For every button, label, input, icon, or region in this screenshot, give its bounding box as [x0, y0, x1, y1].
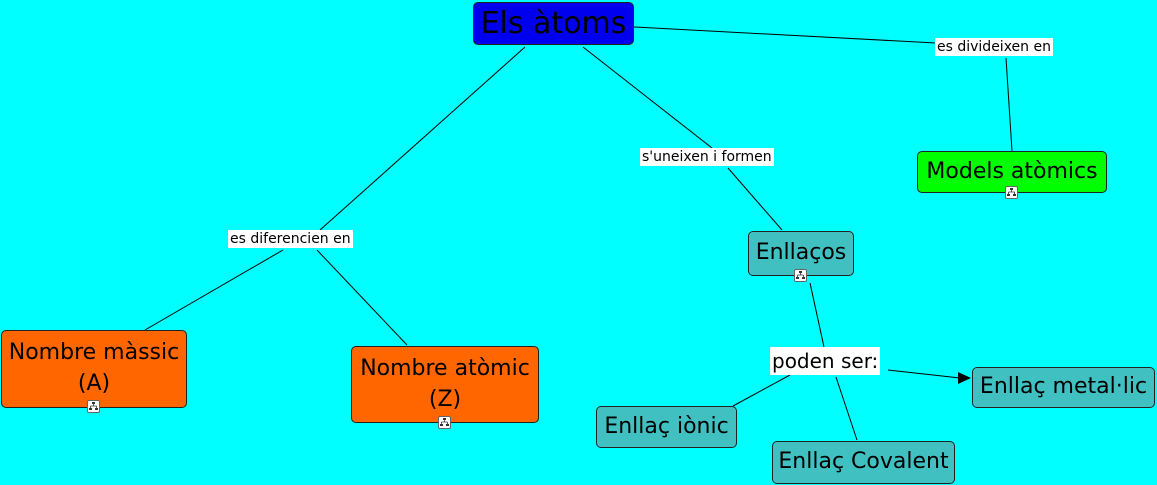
edge-differ-atomic	[316, 249, 408, 346]
edge-canbe-covalent	[835, 376, 858, 441]
concept-ionic-bond-label: Enllaç iònic	[604, 413, 729, 439]
edge-divide-models	[1005, 57, 1013, 152]
concept-bonds-label: Enllaços	[755, 240, 847, 266]
concept-mass-number[interactable]: Nombre màssic (A)	[1, 330, 187, 408]
concept-metallic-bond[interactable]: Enllaç metal·lic	[972, 367, 1155, 408]
concept-metallic-bond-label: Enllaç metal·lic	[979, 374, 1148, 400]
arrowhead-metallic	[958, 372, 971, 384]
edge-atoms-differ	[319, 46, 526, 231]
link-label-can-be[interactable]: poden ser:	[770, 347, 881, 375]
edge-differ-mass	[144, 249, 284, 331]
edge-bonds-canbe	[809, 282, 825, 348]
concept-atomic-number[interactable]: Nombre atòmic (Z)	[351, 346, 539, 423]
concept-mass-number-label: Nombre màssic (A)	[8, 340, 180, 396]
submap-icon[interactable]	[794, 269, 807, 282]
edge-canbe-metallic	[887, 369, 961, 379]
concept-atomic-models-label: Models atòmics	[926, 158, 1098, 184]
concept-atoms-label: Els àtoms	[480, 5, 627, 41]
edge-atoms-divide	[633, 26, 937, 44]
edge-canbe-ionic	[732, 374, 791, 407]
concept-atoms[interactable]: Els àtoms	[473, 2, 634, 45]
submap-icon[interactable]	[438, 416, 451, 429]
submap-icon[interactable]	[1005, 186, 1018, 199]
concept-bonds[interactable]: Enllaços	[748, 231, 854, 276]
concept-ionic-bond[interactable]: Enllaç iònic	[596, 406, 737, 448]
edge-atoms-join	[582, 46, 713, 149]
concept-atomic-number-label: Nombre atòmic (Z)	[360, 355, 530, 412]
concept-covalent-bond-label: Enllaç Covalent	[778, 449, 949, 475]
edge-join-bonds	[727, 167, 783, 231]
concept-covalent-bond[interactable]: Enllaç Covalent	[772, 441, 955, 484]
link-label-divide-into[interactable]: es divideixen en	[935, 38, 1053, 56]
link-label-join-and-form[interactable]: s'uneixen i formen	[640, 148, 774, 166]
link-label-differ-in[interactable]: es diferencien en	[228, 230, 353, 248]
submap-icon[interactable]	[87, 400, 100, 413]
